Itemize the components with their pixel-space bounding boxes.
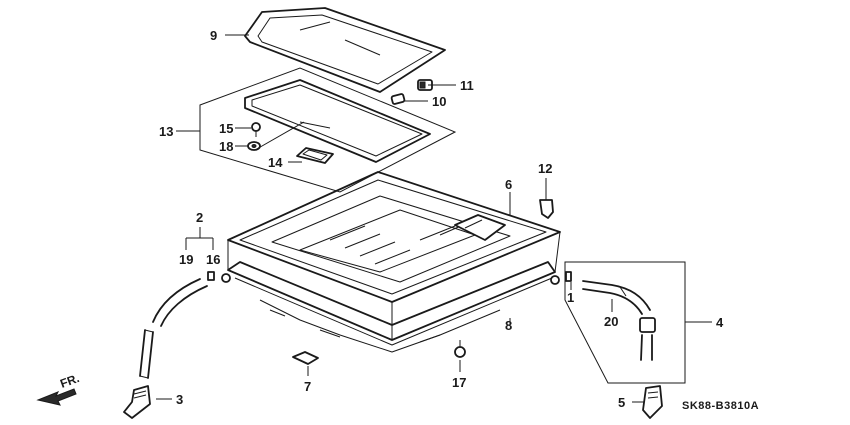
drain-hose-right: [582, 280, 656, 361]
callout-label: 20: [604, 314, 618, 329]
callout-label: 7: [304, 379, 311, 394]
drawing-code-label: SK88-B3810A: [682, 400, 759, 412]
callout-label: 9: [210, 28, 217, 43]
sunroof-housing: [221, 171, 561, 353]
sunshade-frame: [244, 79, 431, 163]
front-direction-arrow: [36, 388, 77, 406]
drain-elbow-right: [642, 385, 663, 419]
callout-label: 6: [505, 177, 512, 192]
front-direction-label: FR.: [58, 371, 81, 391]
callout-label: 5: [618, 395, 625, 410]
leader-lines: [156, 34, 712, 403]
frame-group-outline: [199, 67, 457, 193]
callout-label: 4: [716, 315, 724, 330]
drain-hose-left: [139, 278, 208, 379]
glass-panel: [244, 7, 446, 93]
bracket-7: [292, 351, 319, 365]
callout-label: 15: [219, 121, 233, 136]
callout-label: 1: [567, 290, 574, 305]
right-hose-group-outline: [564, 261, 686, 384]
callout-label: 18: [219, 139, 233, 154]
callout-label: 3: [176, 392, 183, 407]
callout-label: 12: [538, 161, 552, 176]
callout-label: 16: [206, 252, 220, 267]
clip-part-10: [390, 93, 406, 105]
callout-label: 2: [196, 210, 203, 225]
pad-14: [296, 147, 334, 164]
clip-part-12: [539, 196, 554, 219]
screw-17: [454, 340, 466, 358]
callout-label: 19: [179, 252, 193, 267]
clamp-16: [207, 271, 215, 281]
callout-label: 8: [505, 318, 512, 333]
bolt-15: [251, 122, 261, 137]
washer-18: [247, 141, 261, 151]
drain-elbow-left: [123, 385, 151, 419]
callout-label: 13: [159, 124, 173, 139]
callout-label: 14: [268, 155, 283, 170]
callout-labels: 9 11 10 13 15 18 14 12 6 8 2 19 16 3 1 2…: [159, 28, 724, 410]
clip-part-1: [565, 271, 572, 282]
callout-label: 11: [460, 78, 474, 93]
callout-label: 17: [452, 375, 466, 390]
callout-label: 10: [432, 94, 446, 109]
